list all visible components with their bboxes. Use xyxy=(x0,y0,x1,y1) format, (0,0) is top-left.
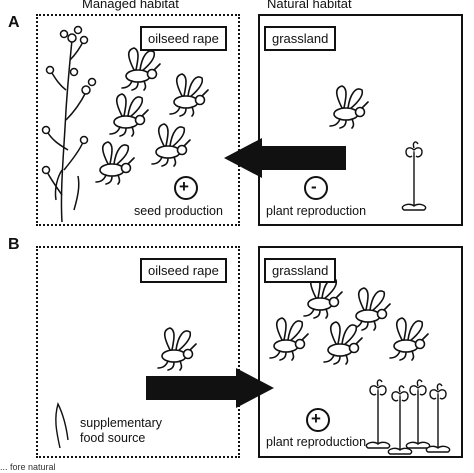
figure-caption: ... fore natural xyxy=(0,462,56,472)
cowslip-icon xyxy=(405,379,431,449)
plus-sign-icon xyxy=(174,176,198,200)
bee-icon xyxy=(269,317,309,361)
managed-habitat-header: Managed habitat xyxy=(82,0,179,11)
panel-b-natural-sign: + xyxy=(311,409,321,428)
cowslip-icon xyxy=(401,141,427,211)
panel-b-natural-effect: plant reproduction xyxy=(266,435,367,449)
arrow-left-icon xyxy=(224,138,346,178)
panel-a-crop-label: oilseed rape xyxy=(140,26,227,51)
bee-icon xyxy=(329,85,369,129)
bee-icon xyxy=(95,141,135,185)
bee-icon xyxy=(351,287,391,331)
panel-a-natural-sign: - xyxy=(311,177,317,196)
panel-b-natural-box xyxy=(258,246,463,458)
arrow-right-icon xyxy=(146,368,274,408)
cowslip-icon xyxy=(365,379,391,449)
natural-habitat-header: Natural habitat xyxy=(267,0,352,11)
plus-sign-icon xyxy=(306,408,330,432)
sprout-icon xyxy=(55,402,69,449)
minus-sign-icon xyxy=(304,176,328,200)
bee-icon xyxy=(389,317,429,361)
bee-icon xyxy=(109,93,149,137)
panel-a-natural-box xyxy=(258,14,463,226)
panel-b-letter: B xyxy=(8,236,20,253)
panel-b-food-line2: food source xyxy=(80,431,146,445)
panel-b-food-line1: supplementary xyxy=(80,416,162,430)
bee-icon xyxy=(151,123,191,167)
oilseed-rape-plant xyxy=(41,25,97,223)
panel-b-managed-box xyxy=(36,246,240,458)
bee-icon xyxy=(323,321,363,365)
panel-b-natural-label: grassland xyxy=(264,258,337,283)
bee-icon xyxy=(121,47,161,91)
panel-a-letter: A xyxy=(8,14,20,31)
panel-a-crop-effect: seed production xyxy=(134,204,223,218)
panel-a-crop-sign: + xyxy=(179,177,189,196)
cowslip-icon xyxy=(425,383,451,453)
panel-b-crop-label: oilseed rape xyxy=(140,258,227,283)
panel-a-managed-box xyxy=(36,14,240,226)
panel-a-natural-effect: plant reproduction xyxy=(266,204,367,218)
panel-a-natural-label: grassland xyxy=(264,26,337,51)
bee-icon xyxy=(169,73,209,117)
bee-icon xyxy=(157,327,197,371)
